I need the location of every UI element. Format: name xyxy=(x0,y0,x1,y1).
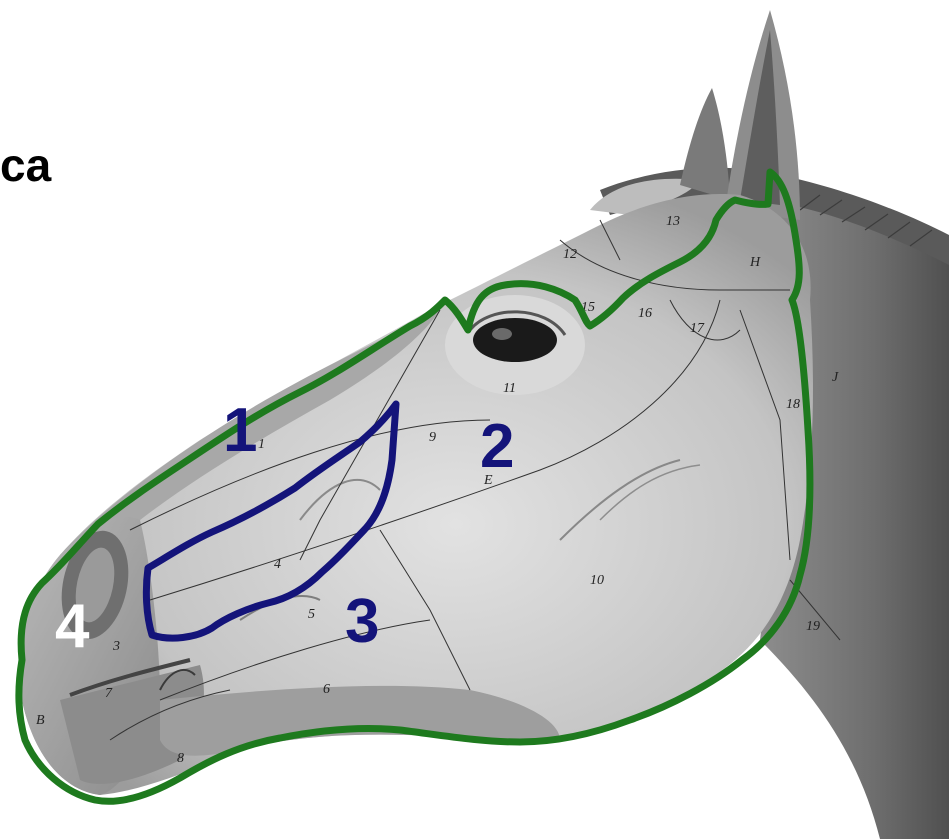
label-n17: 17 xyxy=(690,321,705,336)
label-n5: 5 xyxy=(308,607,315,622)
label-n16: 16 xyxy=(638,306,652,321)
label-n19: 19 xyxy=(806,619,820,634)
label-n10: 10 xyxy=(590,573,604,588)
label-n7: 7 xyxy=(105,686,113,701)
label-n12: 12 xyxy=(563,247,577,262)
label-n11: 11 xyxy=(503,381,516,396)
label-n1: 1 xyxy=(258,437,265,452)
region-label-2: 2 xyxy=(480,412,514,481)
label-n4: 4 xyxy=(274,557,281,572)
label-n6: 6 xyxy=(323,682,330,697)
label-n9: 9 xyxy=(429,430,436,445)
label-n18: 18 xyxy=(786,397,800,412)
label-n8: 8 xyxy=(177,751,184,766)
label-H: H xyxy=(749,255,761,270)
label-n13: 13 xyxy=(666,214,680,229)
label-J: J xyxy=(832,370,839,385)
region-label-1: 1 xyxy=(223,396,257,465)
region-label-3: 3 xyxy=(345,587,379,656)
label-B: B xyxy=(36,713,45,728)
label-n3: 3 xyxy=(112,639,120,654)
eye xyxy=(473,318,557,362)
ear-right xyxy=(680,88,730,200)
region-label-4: 4 xyxy=(55,592,90,661)
